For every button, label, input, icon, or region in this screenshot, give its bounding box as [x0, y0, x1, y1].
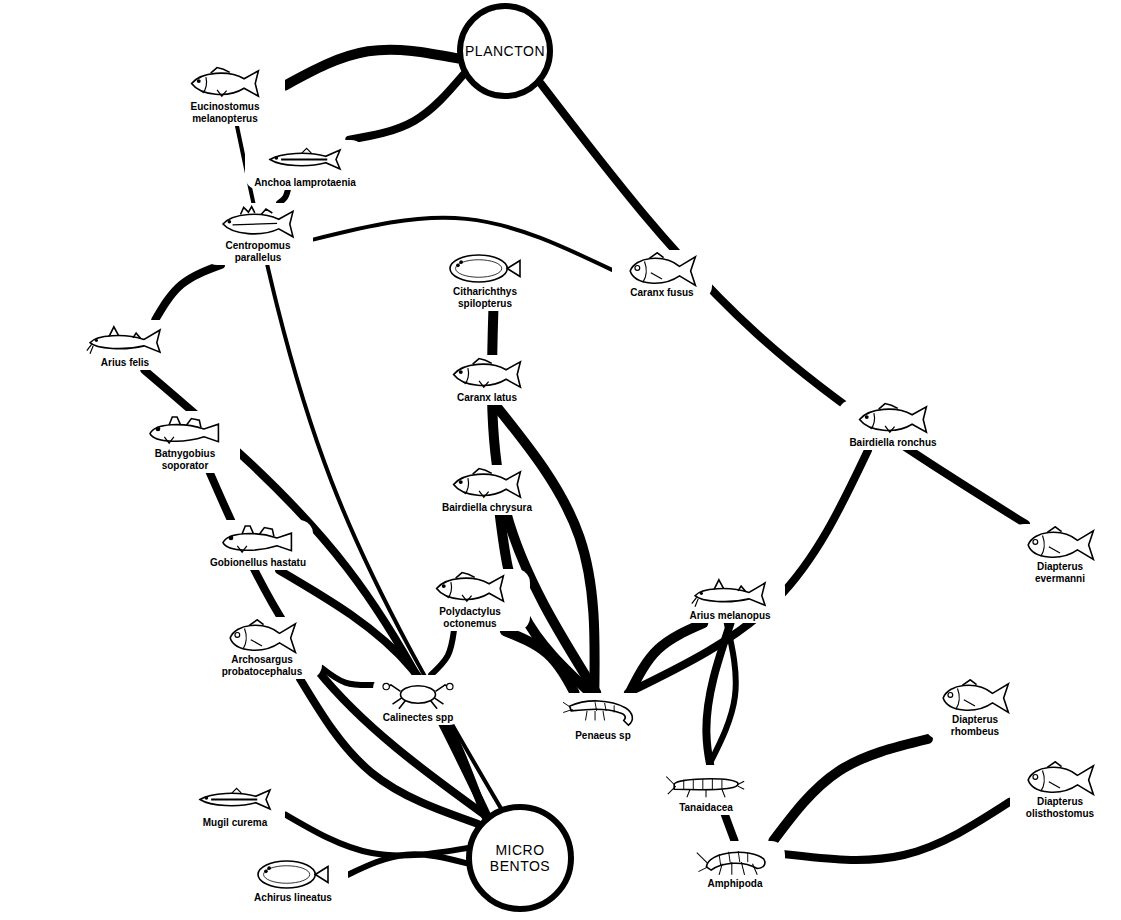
organism-drawing — [563, 695, 643, 730]
organism-name: Polydactylus octonemus — [414, 606, 526, 629]
species-node: Centropomus parallelus — [203, 203, 313, 265]
organism-name: Achirus lineatus — [254, 892, 332, 904]
organism-drawing — [218, 522, 298, 557]
species-node: Archosargus probatocephalus — [202, 617, 322, 679]
organism-name: Gobionellus hastatu — [210, 557, 306, 569]
species-node: Diapterus olisthostomus — [1010, 759, 1110, 821]
organism-drawing — [853, 402, 933, 437]
species-node: Bairdiella chrysura — [437, 465, 537, 516]
organism-drawing — [447, 357, 527, 392]
species-node: Eucinostomus melanopterus — [165, 64, 285, 126]
organism-name: Calinectes spp — [383, 712, 454, 724]
organism-name: Caranx fusus — [630, 287, 693, 299]
organism-drawing — [1020, 526, 1100, 561]
organism-name: Arius melanopus — [689, 610, 770, 622]
species-node: Achirus lineatus — [238, 855, 348, 906]
feeding-link — [348, 854, 466, 874]
organism-name: Diapterus evermanni — [1014, 561, 1106, 584]
feeding-link — [785, 802, 1010, 860]
organism-name: Archosargus probatocephalus — [206, 654, 318, 677]
feeding-link — [773, 739, 928, 841]
organism-name: Penaeus sp — [575, 730, 631, 742]
species-node: Gobionellus hastatu — [203, 520, 313, 571]
feeding-link — [349, 75, 463, 140]
species-node: Batnygobius soporator — [130, 411, 240, 473]
organism-drawing — [1020, 761, 1100, 796]
organism-drawing — [695, 843, 775, 878]
organism-name: Bairdiella ronchus — [849, 437, 936, 449]
feeding-link — [285, 814, 467, 855]
organism-name: Bairdiella chrysura — [442, 502, 532, 514]
organism-drawing — [185, 66, 265, 101]
organism-drawing — [253, 857, 333, 892]
organism-drawing — [145, 413, 225, 448]
feeding-link — [628, 450, 868, 693]
species-node: Tanaidacea — [661, 765, 751, 816]
species-node: Amphipoda — [685, 841, 785, 892]
organism-name: Mugil curema — [203, 817, 267, 829]
organism-drawing — [195, 782, 275, 817]
organism-drawing — [445, 251, 525, 286]
feeding-link — [322, 668, 373, 685]
organism-name: Arius felis — [101, 357, 149, 369]
organism-name: PLANCTON — [465, 43, 545, 59]
organism-name: MICRO BENTOS — [478, 842, 562, 874]
organism-drawing — [690, 575, 770, 610]
species-node: Caranx fusus — [612, 250, 712, 301]
organism-name: Diapterus olisthostomus — [1014, 796, 1106, 819]
organism-drawing — [222, 619, 302, 654]
feeding-link — [431, 631, 454, 675]
organism-drawing — [265, 142, 345, 177]
species-node: Polydactylus octonemus — [410, 569, 530, 631]
organism-name: Batnygobius soporator — [134, 448, 236, 471]
organism-drawing — [447, 467, 527, 502]
organism-name: Centropomus parallelus — [207, 240, 309, 263]
feeding-link — [155, 265, 221, 320]
species-node: Diapterus evermanni — [1010, 524, 1110, 586]
organism-name: Amphipoda — [708, 878, 763, 890]
food-source-circle: MICRO BENTOS — [466, 804, 574, 912]
feeding-link — [313, 218, 612, 270]
feeding-link — [709, 623, 736, 765]
organism-name: Tanaidacea — [679, 802, 733, 814]
species-node: Penaeus sp — [553, 693, 653, 744]
species-node: Arius melanopus — [675, 573, 785, 624]
feeding-link — [285, 50, 458, 86]
organism-name: Diapterus rhombeus — [929, 714, 1021, 737]
organism-name: Anchoa lamprotaenia — [254, 177, 356, 189]
organism-name: Caranx latus — [457, 392, 517, 404]
species-node: Caranx latus — [437, 355, 537, 406]
organism-drawing — [85, 322, 165, 357]
organism-name: Citharichthys spilopterus — [429, 286, 541, 309]
species-node: Anchoa lamprotaenia — [245, 140, 365, 191]
species-node: Diapterus rhombeus — [925, 677, 1025, 739]
feeding-link — [505, 631, 575, 693]
organism-drawing — [935, 679, 1015, 714]
species-node: Calinectes spp — [373, 675, 463, 726]
species-node: Citharichthys spilopterus — [425, 249, 545, 311]
organism-drawing — [218, 205, 298, 240]
species-node: Bairdiella ronchus — [838, 400, 948, 451]
organism-drawing — [666, 767, 746, 802]
feeding-link — [496, 405, 595, 693]
organism-drawing — [378, 677, 458, 712]
feeding-link — [279, 190, 288, 203]
species-node: Arius felis — [75, 320, 175, 371]
feeding-link — [541, 83, 1026, 524]
organism-drawing — [622, 252, 702, 287]
food-source-circle: PLANCTON — [457, 3, 553, 99]
organism-drawing — [430, 571, 510, 606]
species-node: Mugil curema — [185, 780, 285, 831]
organism-name: Eucinostomus melanopterus — [169, 101, 281, 124]
